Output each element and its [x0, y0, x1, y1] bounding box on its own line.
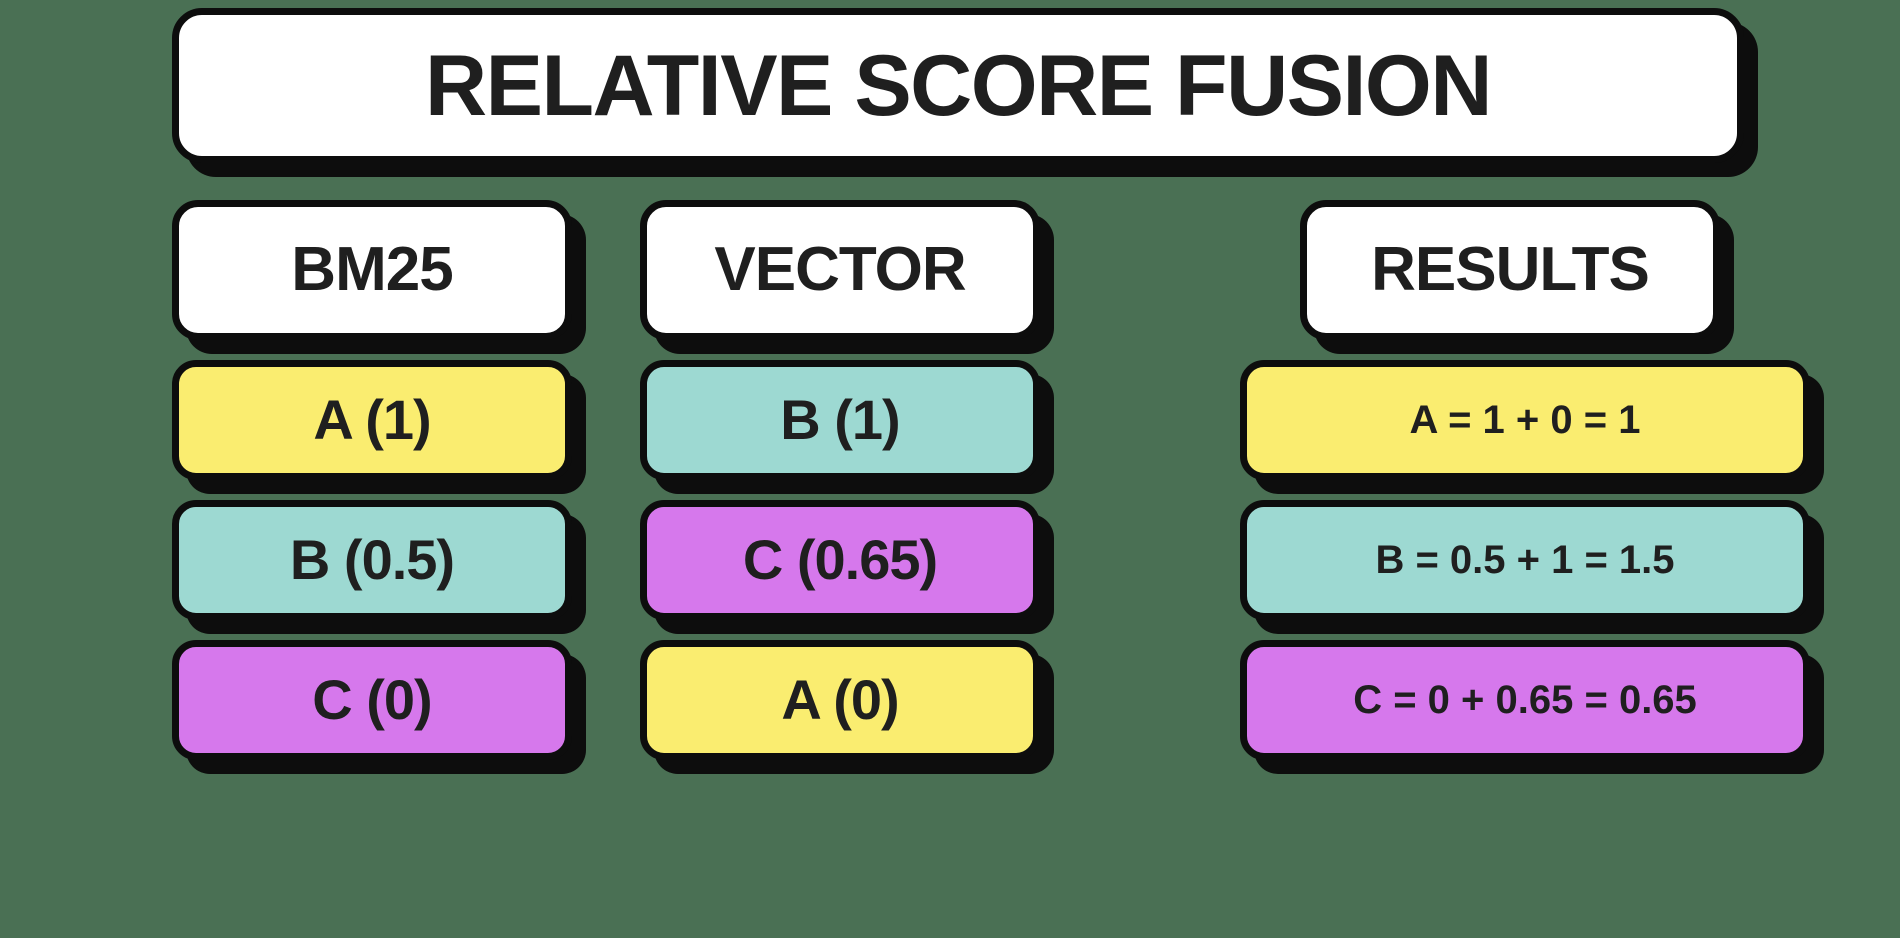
column-header-bm25: BM25	[172, 200, 572, 340]
vector-cell-1: B (1)	[640, 360, 1040, 480]
vector-cell-3: A (0)	[640, 640, 1040, 760]
vector-cell-2: C (0.65)	[640, 500, 1040, 620]
column-header-vector: VECTOR	[640, 200, 1040, 340]
bm25-cell-1: A (1)	[172, 360, 572, 480]
bm25-cell-2: B (0.5)	[172, 500, 572, 620]
results-cell-3: C = 0 + 0.65 = 0.65	[1240, 640, 1810, 760]
bm25-cell-3: C (0)	[172, 640, 572, 760]
results-cell-1: A = 1 + 0 = 1	[1240, 360, 1810, 480]
column-header-results: RESULTS	[1300, 200, 1720, 340]
results-cell-2: B = 0.5 + 1 = 1.5	[1240, 500, 1810, 620]
page-title: RELATIVE SCORE FUSION	[172, 8, 1744, 163]
